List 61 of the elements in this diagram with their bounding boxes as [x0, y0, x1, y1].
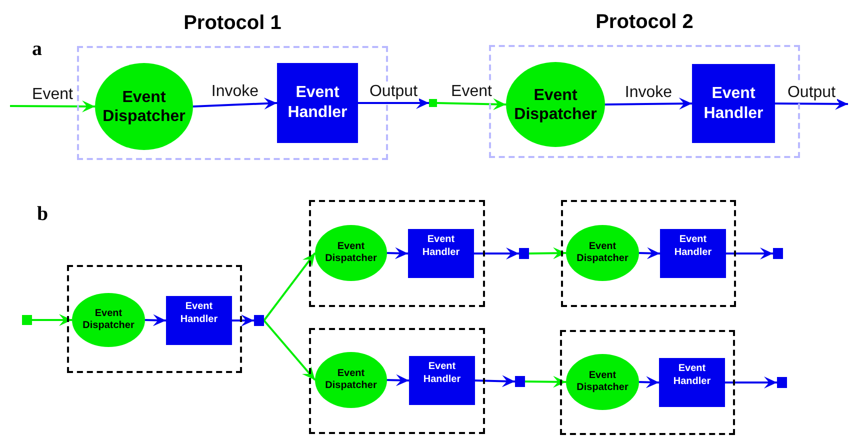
dashed-group-box	[309, 200, 485, 307]
port-square	[773, 248, 783, 259]
port-square	[22, 315, 32, 325]
arrow	[263, 252, 316, 322]
handler-box	[660, 229, 726, 278]
arrow	[725, 376, 777, 388]
arrow	[638, 247, 660, 260]
node-label: Event Dispatcher	[576, 370, 630, 394]
arrow	[144, 314, 166, 326]
node-label: Event Handler	[673, 233, 713, 259]
port-square	[777, 377, 787, 388]
port-square	[519, 248, 529, 259]
dashed-group-box	[309, 328, 485, 434]
node-label: Event Dispatcher	[576, 241, 630, 265]
port-square	[254, 315, 264, 326]
handler-box	[277, 63, 358, 143]
handler-box	[408, 229, 474, 278]
edge-label: Output	[786, 84, 837, 102]
dashed-group-box	[561, 200, 736, 307]
node-label: Event Dispatcher	[102, 88, 186, 126]
arrow	[232, 314, 254, 326]
arrow	[726, 248, 773, 260]
arrow	[474, 248, 519, 260]
node-label: Event Dispatcher	[82, 308, 136, 332]
protocol-heading: Protocol 1	[182, 11, 282, 36]
node-label: Event Handler	[702, 84, 764, 124]
arrow	[524, 376, 566, 388]
arrow	[528, 247, 566, 260]
node-label: Event Handler	[179, 300, 219, 326]
port-square	[429, 99, 437, 107]
node-label: Event Dispatcher	[324, 241, 378, 265]
dashed-group-box	[560, 330, 735, 435]
dashed-group-box	[67, 265, 242, 373]
node-label: Event Dispatcher	[324, 368, 378, 392]
handler-box	[659, 358, 725, 407]
arrow	[775, 98, 848, 110]
arrow	[192, 98, 278, 110]
node-label: Event Handler	[672, 362, 712, 388]
arrow	[604, 98, 692, 110]
arrow	[386, 374, 410, 386]
arrow	[638, 376, 660, 388]
handler-box	[409, 356, 475, 405]
protocol-heading: Protocol 2	[594, 10, 694, 35]
node-label: Event Dispatcher	[513, 86, 598, 124]
port-square	[515, 376, 525, 387]
arrow	[386, 247, 408, 260]
arrow	[263, 320, 316, 381]
edge-label: Event	[450, 83, 493, 101]
arrow	[358, 97, 429, 109]
panel-letter: b	[37, 203, 48, 225]
arrow	[474, 375, 516, 388]
node-label: Event Handler	[421, 233, 461, 259]
edge-label: Output	[368, 83, 419, 101]
arrow	[10, 100, 95, 112]
arrow	[436, 98, 506, 110]
handler-box	[166, 296, 232, 345]
node-label: Event Handler	[422, 360, 462, 386]
node-label: Event Handler	[286, 83, 348, 123]
panel-letter: a	[32, 38, 42, 60]
handler-box	[692, 64, 775, 143]
arrow	[32, 314, 72, 326]
